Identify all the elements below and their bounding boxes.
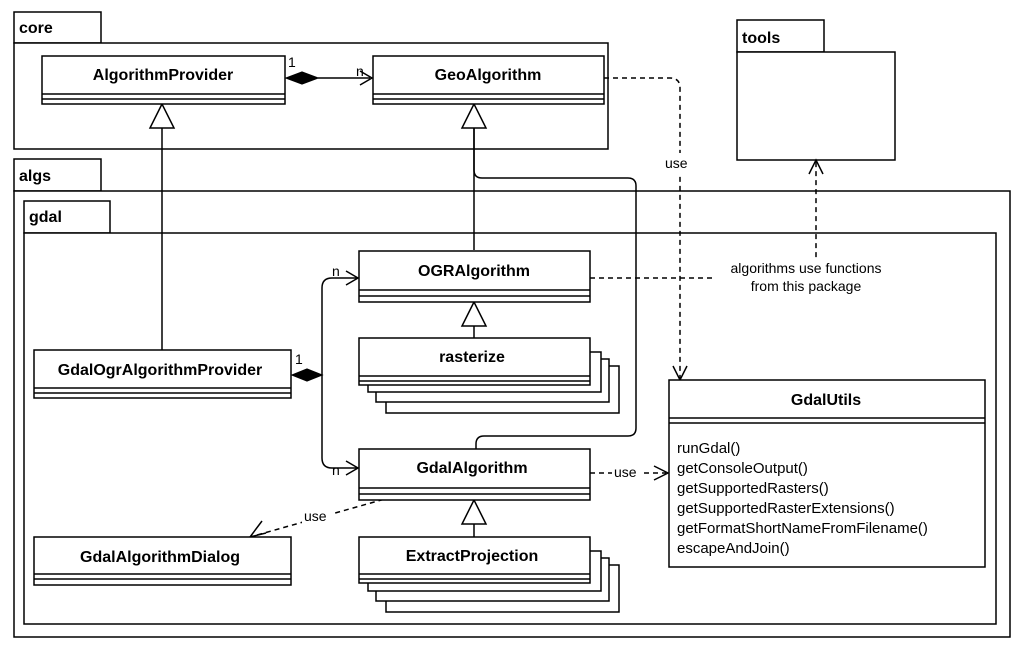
class-rasterize-name: rasterize	[439, 349, 505, 366]
package-tools-tab	[736, 19, 825, 53]
composition-core-mult-n: n	[356, 63, 364, 79]
composition-core: 1 n	[284, 54, 374, 86]
dependency-dialog-label: use	[304, 508, 327, 524]
package-algs-tab	[13, 158, 102, 192]
class-geo-algorithm[interactable]: GeoAlgorithm	[372, 55, 605, 105]
class-gdal-ogr-provider-name: GdalOgrAlgorithmProvider	[58, 362, 262, 379]
class-rasterize[interactable]: rasterize	[358, 337, 591, 386]
class-gdal-algorithm-dialog-name: GdalAlgorithmDialog	[80, 549, 240, 566]
inherit-extract	[460, 498, 488, 537]
class-gdal-algorithm-dialog[interactable]: GdalAlgorithmDialog	[33, 536, 292, 586]
composition-gdalalg-mult-n: n	[332, 462, 340, 478]
class-extract-projection-name: ExtractProjection	[406, 548, 538, 565]
composition-ogr-mult-n: n	[332, 263, 340, 279]
composition-ogr-arrowhead	[345, 270, 360, 286]
composition-gdal-mult-one: 1	[295, 351, 303, 367]
class-ogr-algorithm-name: OGRAlgorithm	[418, 263, 530, 280]
method-item: getSupportedRasterExtensions()	[677, 500, 895, 517]
composition-gdal: 1 n n	[290, 263, 360, 478]
package-core-label: core	[19, 20, 53, 37]
method-item: runGdal()	[677, 440, 740, 457]
composition-gdal-to-ogr	[321, 277, 358, 375]
dependency-geo-utils-line	[604, 77, 681, 378]
class-gdal-algorithm[interactable]: GdalAlgorithm	[358, 448, 591, 501]
dependency-geo-utils-label: use	[665, 155, 688, 171]
inherit-rasterize-triangle	[460, 300, 488, 327]
inherit-provider-triangle	[148, 102, 176, 129]
method-item: getConsoleOutput()	[677, 460, 808, 477]
class-extract-projection[interactable]: ExtractProjection	[358, 536, 591, 584]
package-gdal-label: gdal	[29, 209, 62, 226]
dependency-ogr-tools-arrowhead	[808, 158, 824, 175]
inherit-provider	[148, 102, 176, 350]
dependency-ogr-tools: algorithms use functions from this packa…	[590, 158, 898, 296]
dependency-note-line1: algorithms use functions	[731, 260, 882, 276]
class-ogr-algorithm[interactable]: OGRAlgorithm	[358, 250, 591, 303]
inherit-extract-triangle	[460, 498, 488, 525]
inherit-gdal-route	[473, 128, 637, 449]
dependency-gdal-utils: use	[590, 463, 670, 481]
package-algs-label: algs	[19, 168, 51, 185]
package-gdal-tab	[23, 200, 111, 234]
composition-core-diamond	[284, 71, 320, 85]
class-algorithm-provider[interactable]: AlgorithmProvider	[41, 55, 286, 105]
method-item: escapeAndJoin()	[677, 540, 790, 557]
dependency-dialog: use	[248, 496, 393, 539]
composition-gdalalg-arrowhead	[345, 460, 360, 476]
inherit-rasterize	[460, 300, 488, 338]
class-gdal-algorithm-name: GdalAlgorithm	[416, 460, 527, 477]
package-tools: tools	[736, 19, 896, 161]
package-tools-label: tools	[742, 30, 780, 47]
class-gdal-utils-name: GdalUtils	[791, 392, 861, 409]
class-gdal-utils[interactable]: GdalUtils runGdal() getConsoleOutput() g…	[668, 379, 986, 568]
class-geo-algorithm-name: GeoAlgorithm	[435, 67, 542, 84]
dependency-gdal-utils-label: use	[614, 464, 637, 480]
class-algorithm-provider-name: AlgorithmProvider	[93, 67, 233, 84]
composition-gdal-to-gdal	[321, 375, 358, 469]
composition-core-mult-one: 1	[288, 54, 296, 70]
package-core-tab	[13, 11, 102, 44]
method-item: getFormatShortNameFromFilename()	[677, 520, 928, 537]
dependency-note-line2: from this package	[751, 278, 862, 294]
class-gdal-ogr-provider[interactable]: GdalOgrAlgorithmProvider	[33, 349, 292, 399]
dependency-gdal-utils-arrowhead	[653, 465, 670, 481]
package-tools-body	[736, 51, 896, 161]
composition-core-arrowhead	[359, 70, 374, 86]
method-item: getSupportedRasters()	[677, 480, 829, 497]
